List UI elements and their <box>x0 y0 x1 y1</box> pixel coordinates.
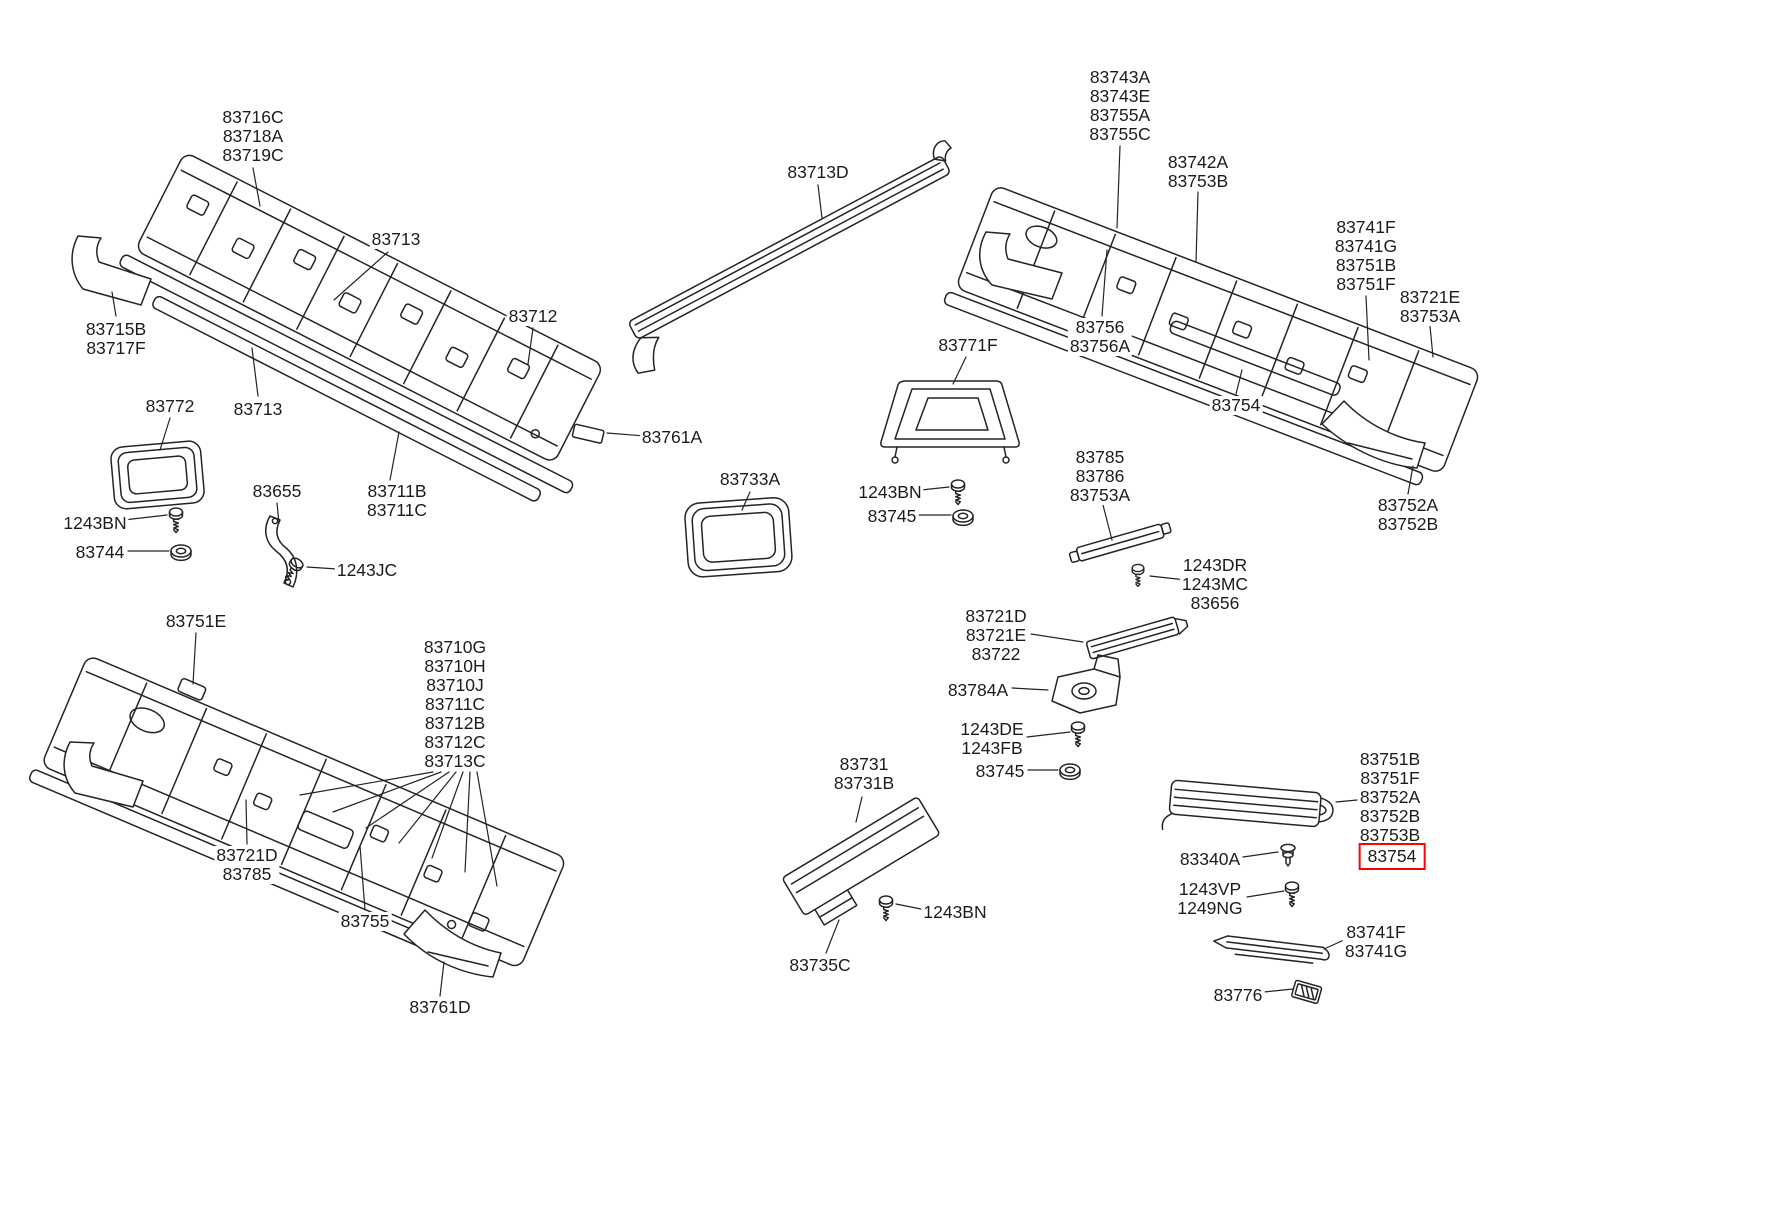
part-label-83785-83786-83753A: 83785 83786 83753A <box>1067 447 1133 505</box>
grommet-83772-drawing <box>110 440 205 510</box>
panel-83731-drawing <box>782 797 940 926</box>
leader-lines <box>111 145 1434 997</box>
rail-83721D-drawing <box>1085 616 1189 660</box>
roof-trim-panel-right-endcap-bottom-drawing <box>1321 400 1426 469</box>
roof-trim-panel-rear-endcap-bottom-drawing <box>403 909 502 978</box>
part-label-83711B-83711C: 83711B 83711C <box>364 481 430 520</box>
part-label-83776: 83776 <box>1211 985 1265 1005</box>
part-label-83340A: 83340A <box>1177 849 1243 869</box>
frame-83771F-drawing <box>880 380 1020 464</box>
part-label-83721E-83753A: 83721E 83753A <box>1397 287 1463 326</box>
part-label-1243DE-1243FB: 1243DE 1243FB <box>958 719 1026 758</box>
part-label-83713-b: 83713 <box>231 399 285 419</box>
part-label-83721D-83721E-83722: 83721D 83721E 83722 <box>963 606 1029 664</box>
part-label-1243DR-1243MC-83656: 1243DR 1243MC 83656 <box>1179 555 1251 613</box>
part-label-83771F: 83771F <box>936 335 1000 355</box>
part-label-83715B-83717F: 83715B 83717F <box>83 319 149 358</box>
part-label-83745-a: 83745 <box>865 506 919 526</box>
pin-83340A-drawing <box>1280 843 1296 867</box>
part-label-83731-83731B: 83731 83731B <box>831 754 897 793</box>
part-label-83743A-stack: 83743A 83743E 83755A 83755C <box>1087 67 1153 144</box>
clip-83776-drawing <box>1291 979 1323 1005</box>
part-label-83742A-83753B: 83742A 83753B <box>1165 152 1231 191</box>
seal-83733A-drawing <box>684 497 793 578</box>
part-label-83744: 83744 <box>73 542 127 562</box>
part-label-83741F-83741G: 83741F 83741G <box>1342 922 1410 961</box>
small-trim-piece-83761A-drawing <box>571 423 605 444</box>
part-label-83784A: 83784A <box>945 680 1011 700</box>
roof-trim-panel-front-drawing <box>119 154 602 502</box>
part-label-83751B-stack: 83751B 83751F 83752A 83752B 83753B <box>1357 749 1423 845</box>
part-label-83772: 83772 <box>143 396 197 416</box>
roof-trim-panel-front-endcap-drawing <box>71 235 152 306</box>
part-label-1243BN-c: 1243BN <box>921 902 989 922</box>
roof-trim-panel-right-endcap-left-drawing <box>979 231 1063 300</box>
part-label-1243BN-b: 1243BN <box>856 482 924 502</box>
part-label-1243BN-a: 1243BN <box>61 513 129 533</box>
part-label-1243JC: 1243JC <box>334 560 400 580</box>
roof-rail-83713D-drawing <box>629 140 952 374</box>
part-label-83712: 83712 <box>506 306 560 326</box>
part-label-83751E: 83751E <box>163 611 229 631</box>
part-label-83716C-83718A-83719C: 83716C 83718A 83719C <box>220 107 286 165</box>
roof-trim-panel-rear-endcap-left-drawing <box>63 741 144 808</box>
part-label-83755: 83755 <box>338 911 392 931</box>
weatherstrip-83741F-drawing <box>1213 935 1330 964</box>
part-label-83713D: 83713D <box>785 162 851 182</box>
part-label-83761D: 83761D <box>407 997 473 1017</box>
part-label-83745-b: 83745 <box>973 761 1027 781</box>
part-label-83655: 83655 <box>250 481 304 501</box>
rail-83785-drawing <box>1068 522 1172 563</box>
part-label-83741F-stack-right: 83741F 83741G 83751B 83751F <box>1332 217 1400 294</box>
part-label-83761A: 83761A <box>639 427 705 447</box>
part-label-83710G-stack: 83710G 83710H 83710J 83711C 83712B 83712… <box>421 637 489 771</box>
part-label-83754-a: 83754 <box>1209 395 1263 415</box>
molding-83754-drawing <box>1161 779 1334 831</box>
bracket-83784A-drawing <box>1051 654 1121 714</box>
part-label-83733A: 83733A <box>717 469 783 489</box>
part-label-83713-a: 83713 <box>369 229 423 249</box>
part-label-83721D-83785: 83721D 83785 <box>214 845 280 884</box>
part-label-83754-highlighted: 83754 <box>1358 843 1426 870</box>
part-label-83756-83756A: 83756 83756A <box>1067 317 1133 356</box>
part-label-83752A-83752B: 83752A 83752B <box>1375 495 1441 534</box>
part-label-1243VP-1249NG: 1243VP 1249NG <box>1175 879 1245 918</box>
part-label-83735C: 83735C <box>787 955 853 975</box>
